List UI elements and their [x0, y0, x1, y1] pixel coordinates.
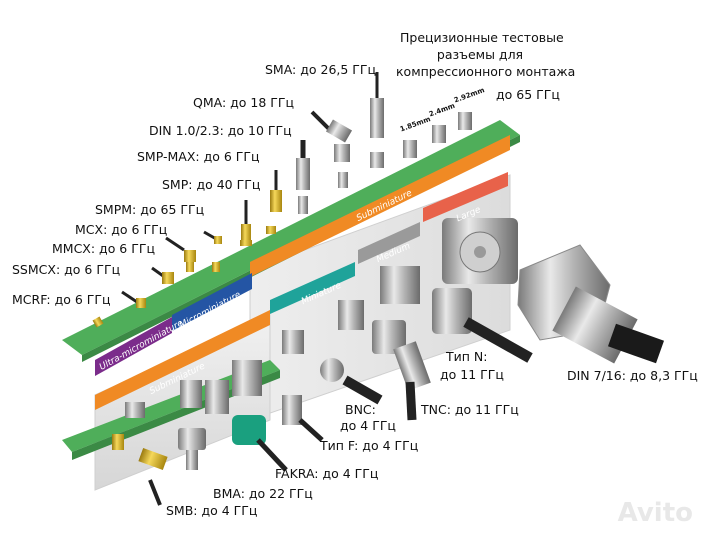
- stripe-medium: [358, 222, 420, 264]
- label-smp: SMP: до 40 ГГц: [162, 177, 261, 192]
- smb-connector: [112, 434, 168, 506]
- label-fakra: FAKRA: до 4 ГГц: [275, 466, 379, 481]
- din-1-0-connector: [296, 140, 310, 214]
- label-n-2: до 11 ГГц: [440, 367, 504, 382]
- tnc-connector: [372, 320, 431, 421]
- smp-max-connector: [270, 170, 282, 212]
- stripe-subminiature-top: [250, 135, 510, 277]
- smp-connector: [240, 200, 276, 246]
- label-tnc: TNC: до 11 ГГц: [421, 402, 519, 417]
- large-connector: [442, 218, 518, 284]
- watermark: Avito: [617, 498, 693, 528]
- n-connector: [432, 288, 533, 363]
- medium-connectors: [380, 266, 420, 304]
- ssmcx-connector: [121, 290, 146, 308]
- f-connector: [282, 395, 324, 442]
- stripe-ultra: [95, 317, 172, 376]
- stripe-microminiature: [172, 273, 252, 331]
- stripe-subminiature-bottom: [95, 310, 270, 410]
- din-7-16-connector: [517, 244, 665, 364]
- label-smpmax: SMP-MAX: до 6 ГГц: [137, 149, 260, 164]
- label-f: Тип F: до 4 ГГц: [320, 438, 419, 453]
- bma-connector: [125, 402, 206, 470]
- mcx-connector: [165, 236, 220, 272]
- label-n-1: Тип N:: [446, 349, 488, 364]
- label-ssmcx: SSMCX: до 6 ГГц: [12, 262, 121, 277]
- precision-connectors: [403, 112, 472, 158]
- label-bnc-1: BNC:: [345, 402, 376, 417]
- label-mmcx: MMCX: до 6 ГГц: [52, 241, 155, 256]
- top-board: [62, 120, 520, 355]
- label-bma: BMA: до 22 ГГц: [213, 486, 313, 501]
- label-bnc-2: до 4 ГГц: [340, 418, 396, 433]
- mmcx-connector: [151, 266, 174, 284]
- label-mcrf: MCRF: до 6 ГГц: [12, 292, 111, 307]
- label-din10: DIN 1.0/2.3: до 10 ГГц: [149, 123, 292, 138]
- label-din716: DIN 7/16: до 8,3 ГГц: [567, 368, 698, 383]
- title-line-3: компрессионного монтажа: [396, 64, 576, 79]
- label-mcx: MCX: до 6 ГГц: [75, 222, 168, 237]
- label-smb: SMB: до 4 ГГц: [166, 503, 258, 518]
- lower-mid-connectors: [180, 360, 262, 414]
- stripe-miniature: [270, 262, 355, 314]
- fakra-connector: [232, 415, 288, 472]
- mcrf-connector: [92, 316, 104, 328]
- title-range: до 65 ГГц: [496, 87, 560, 102]
- label-smpm: SMPM: до 65 ГГц: [95, 202, 205, 217]
- bnc-connector: [320, 358, 383, 405]
- sma-connector: [370, 72, 384, 168]
- title-line-1: Прецизионные тестовые: [400, 30, 564, 45]
- qma-connector: [310, 110, 353, 188]
- title-line-2: разъемы для: [436, 47, 524, 62]
- label-sma: SMA: до 26,5 ГГц: [265, 62, 377, 77]
- miniature-connectors: [282, 300, 364, 354]
- stripe-large: [423, 172, 508, 222]
- label-qma: QMA: до 18 ГГц: [193, 95, 295, 110]
- smpm-connector: [203, 230, 222, 244]
